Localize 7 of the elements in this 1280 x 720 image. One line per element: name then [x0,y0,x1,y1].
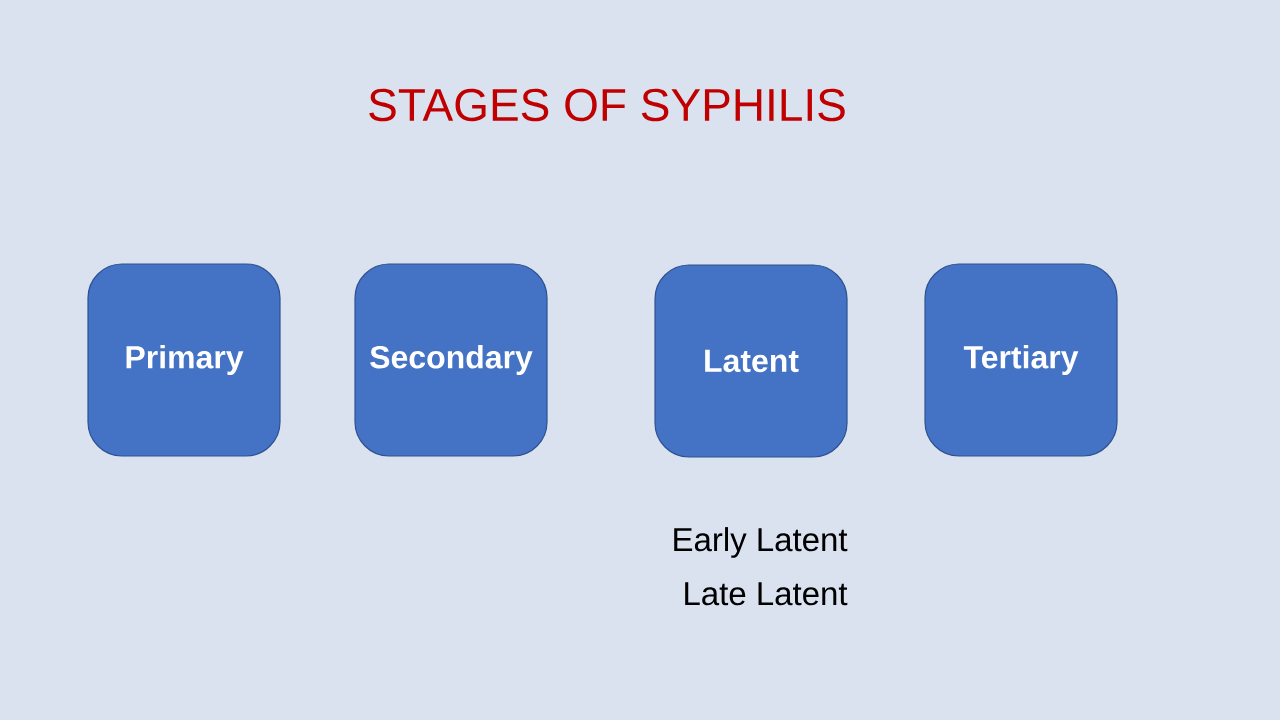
title: STAGES OF SYPHILIS [369,88,845,122]
stage-box: Secondary [354,263,548,457]
stage-note: Early Latent [674,527,848,558]
stage-box: Latent [654,264,848,458]
stage-box: Primary [87,263,281,457]
stage-box: Tertiary [924,263,1118,457]
stage-note: Late Latent [685,582,848,606]
